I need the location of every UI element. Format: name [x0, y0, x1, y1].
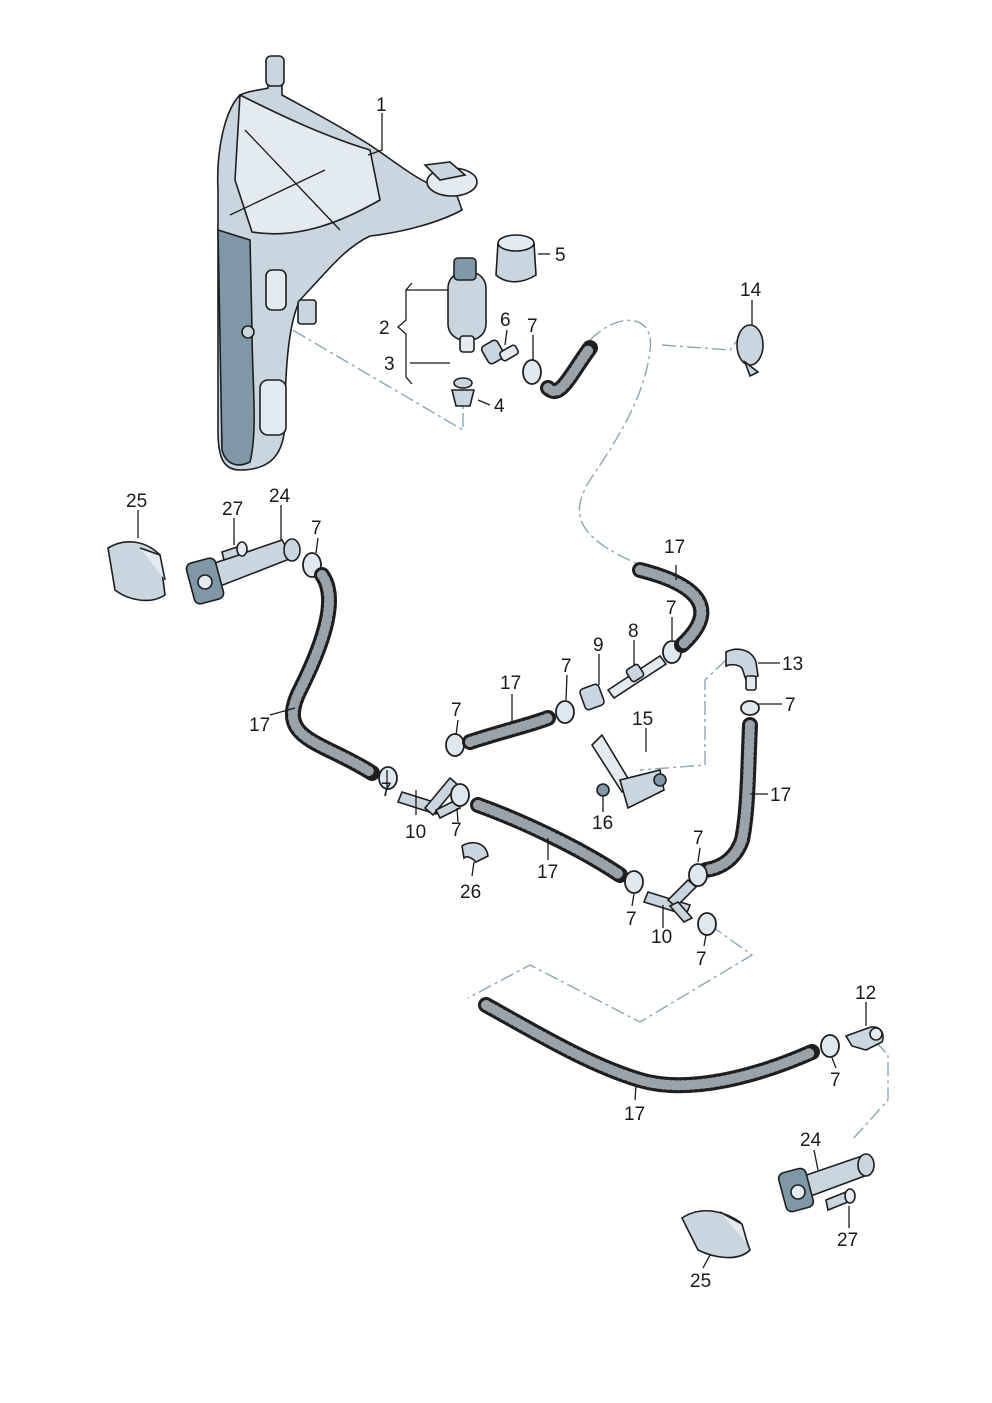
- callout-15: 15: [632, 709, 653, 730]
- hose-segment: [470, 797, 628, 883]
- grommet: [450, 389, 476, 407]
- callout-5: 5: [555, 245, 566, 266]
- hose-clamp: [450, 783, 470, 807]
- washer-reservoir: [216, 55, 478, 471]
- headlight-washer-cap: [680, 1209, 751, 1259]
- callout-26: 26: [460, 882, 481, 903]
- hose-clamp: [522, 359, 542, 385]
- hose-segment: [540, 340, 598, 399]
- t-piece-connector: [396, 776, 462, 820]
- callout-17: 17: [770, 785, 791, 806]
- hose-clamp: [697, 912, 717, 936]
- hose-segment: [462, 710, 556, 750]
- callout-7: 7: [830, 1070, 841, 1091]
- pump-seal-ring: [453, 377, 473, 389]
- callout-17: 17: [249, 715, 270, 736]
- washer-pump: [447, 257, 487, 353]
- callout-17: 17: [537, 862, 558, 883]
- callout-27: 27: [222, 499, 243, 520]
- check-valve: [606, 654, 668, 700]
- callout-13: 13: [782, 654, 803, 675]
- callout-27: 27: [837, 1230, 858, 1251]
- callout-7: 7: [561, 656, 572, 677]
- hose-clamp: [820, 1034, 840, 1058]
- hose-connector: [579, 683, 605, 711]
- callout-7: 7: [626, 909, 637, 930]
- callout-17: 17: [624, 1104, 645, 1125]
- callout-7: 7: [311, 518, 322, 539]
- hose-segment: [285, 567, 380, 781]
- callout-1: 1: [376, 95, 387, 116]
- callout-12: 12: [855, 983, 876, 1004]
- callout-9: 9: [593, 635, 604, 656]
- callout-6: 6: [500, 310, 511, 331]
- headlight-washer-cap: [107, 541, 166, 602]
- screw: [596, 783, 610, 797]
- hose-segment: [698, 717, 758, 878]
- callout-7: 7: [381, 780, 392, 801]
- callout-3: 3: [384, 354, 395, 375]
- callout-4: 4: [494, 396, 505, 417]
- t-piece-connector: [642, 878, 698, 923]
- callout-24: 24: [800, 1130, 822, 1151]
- hose-clamp: [624, 870, 644, 894]
- washer-nozzle-jet: [777, 1153, 875, 1213]
- leader-lines: [137, 113, 867, 1269]
- callout-10: 10: [405, 822, 426, 843]
- hose-holder: [461, 842, 489, 863]
- hose-clamp: [445, 733, 465, 757]
- cable-tie: [736, 324, 764, 378]
- callout-16: 16: [592, 813, 613, 834]
- callout-17: 17: [500, 673, 521, 694]
- washer-nozzle-jet: [185, 538, 301, 605]
- hose-clamp: [378, 766, 398, 790]
- elbow-connector: [844, 1026, 884, 1051]
- callout-25: 25: [126, 491, 147, 512]
- callout-24: 24: [269, 486, 291, 507]
- hose-clamp: [740, 700, 760, 716]
- callout-7: 7: [451, 700, 462, 721]
- callout-7: 7: [527, 316, 538, 337]
- bolt: [221, 541, 248, 562]
- pump-adapter: [480, 339, 519, 365]
- callout-7: 7: [696, 949, 707, 970]
- callout-7: 7: [666, 598, 677, 619]
- elbow-connector: [725, 648, 759, 691]
- pump-sleeve: [495, 234, 537, 283]
- hose-bracket: [590, 733, 667, 810]
- hose-segment: [478, 997, 820, 1094]
- hose-clamp: [688, 863, 708, 887]
- callout-10: 10: [651, 927, 672, 948]
- callout-2: 2: [379, 318, 390, 339]
- callout-17: 17: [664, 537, 685, 558]
- bolt: [825, 1188, 856, 1212]
- callout-7: 7: [785, 695, 796, 716]
- callout-14: 14: [740, 280, 762, 301]
- hose-segment: [632, 562, 710, 653]
- callout-labels: 1 5 2 3 4 6 7 14 25 27 24 7 17 7 8 9 7 1…: [126, 95, 876, 1292]
- callout-7: 7: [693, 828, 704, 849]
- callout-8: 8: [628, 621, 639, 642]
- callout-25: 25: [690, 1271, 711, 1292]
- callout-7: 7: [451, 820, 462, 841]
- hose-clamp: [555, 700, 575, 724]
